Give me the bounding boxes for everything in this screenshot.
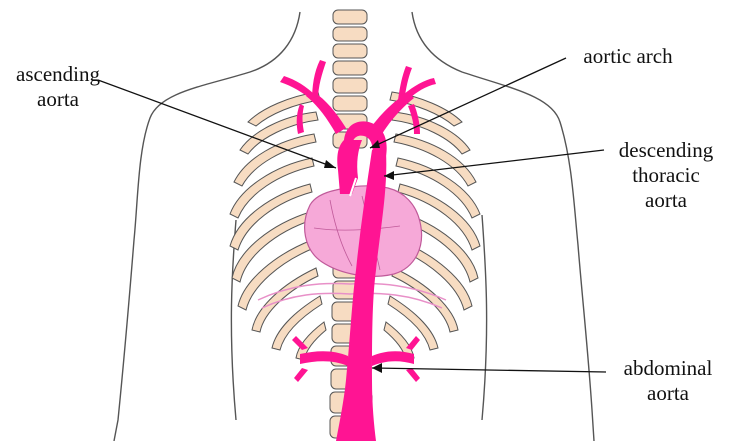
label-abdominal-aorta: abdominal aorta [610,356,726,406]
label-abdominal-line1: abdominal [610,356,726,381]
label-descending-line2: thoracic [598,163,734,188]
label-arch-line1: aortic arch [562,44,694,69]
label-ascending-line2: aorta [6,87,110,112]
label-ascending-line1: ascending [6,62,110,87]
label-descending-line1: descending [598,138,734,163]
label-aortic-arch: aortic arch [562,44,694,69]
label-descending-thoracic-aorta: descending thoracic aorta [598,138,734,213]
label-abdominal-line2: aorta [610,381,726,406]
label-ascending-aorta: ascending aorta [6,62,110,112]
label-descending-line3: aorta [598,188,734,213]
